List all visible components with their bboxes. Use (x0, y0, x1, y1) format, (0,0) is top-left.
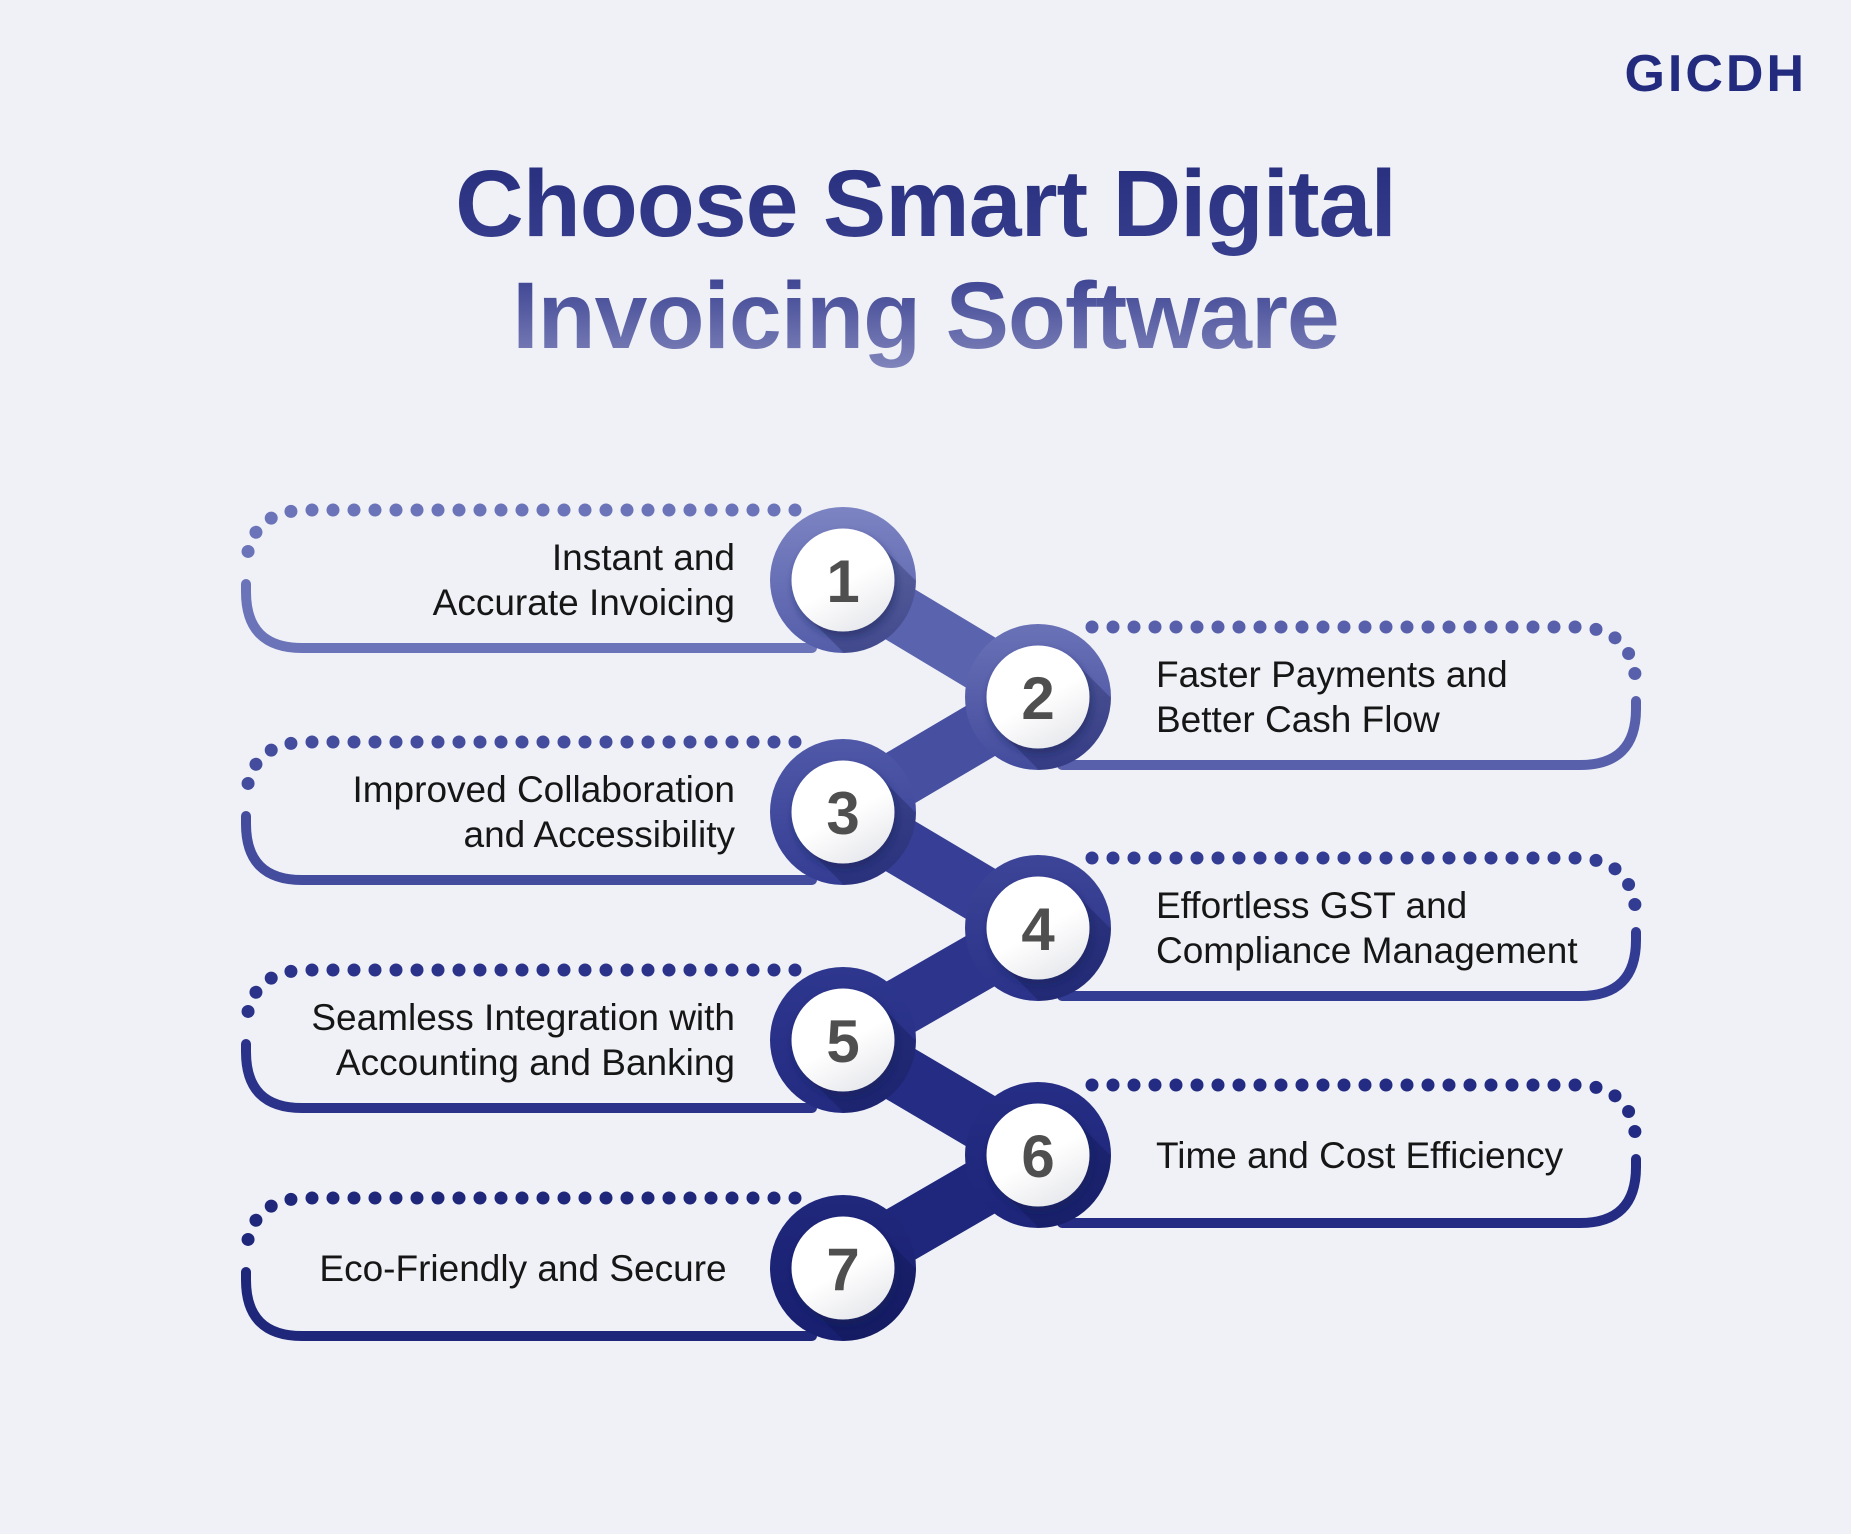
step-3-label-line1: Improved Collaboration (352, 769, 735, 810)
pill-4-border (1057, 927, 1641, 1001)
step-5-label-line2: Accounting and Banking (335, 1042, 735, 1083)
step-6-number: 6 (1021, 1123, 1054, 1190)
step-6-label: Time and Cost Efficiency (1156, 1097, 1646, 1213)
step-5-number: 5 (826, 1008, 859, 1075)
step-5-label: Seamless Integration with Accounting and… (270, 982, 735, 1098)
step-1-number: 1 (826, 548, 859, 615)
step-2-number: 2 (1021, 665, 1054, 732)
step-7-marker: 7 (770, 1195, 916, 1341)
step-2-label: Faster Payments and Better Cash Flow (1156, 639, 1646, 755)
pill-1-border (241, 579, 817, 653)
pill-borders (239, 503, 1643, 1341)
step-6-circle (986, 1103, 1090, 1207)
step-7-label-line1: Eco-Friendly and Secure (319, 1247, 727, 1289)
step-4-circle (986, 876, 1090, 980)
step-1-label: Instant and Accurate Invoicing (270, 522, 735, 638)
step-4-label: Effortless GST and Compliance Management (1156, 870, 1646, 986)
brand-logo: GICDH (1624, 45, 1807, 103)
step-6-label-line1: Time and Cost Efficiency (1156, 1134, 1564, 1176)
step-4-label-line2: Compliance Management (1156, 930, 1578, 971)
step-7-label: Eco-Friendly and Secure (246, 1210, 800, 1326)
step-2-marker: 2 (965, 624, 1111, 770)
step-3-label: Improved Collaboration and Accessibility (270, 754, 735, 870)
pill-2-border (1057, 696, 1641, 770)
pill-7-border (241, 1267, 817, 1341)
step-7-number: 7 (826, 1236, 859, 1303)
pill-3-border (241, 811, 817, 885)
step-1-circle (791, 528, 895, 632)
step-5-label-line1: Seamless Integration with (311, 997, 735, 1038)
step-1-label-line2: Accurate Invoicing (432, 582, 735, 623)
pill-2-dotted-border (1085, 620, 1643, 696)
step-2-circle (986, 645, 1090, 749)
pill-6-border (1057, 1154, 1641, 1228)
step-3-label-line2: and Accessibility (463, 814, 735, 855)
step-4-label-line1: Effortless GST and (1156, 885, 1468, 926)
step-4-number: 4 (1021, 896, 1055, 963)
step-7-circle (791, 1216, 895, 1320)
pill-4-dotted-border (1085, 851, 1643, 927)
step-1-label-line1: Instant and (551, 537, 735, 578)
step-2-label-line2: Better Cash Flow (1156, 699, 1440, 740)
step-3-number: 3 (826, 780, 859, 847)
step-3-circle (791, 760, 895, 864)
step-2-label-line1: Faster Payments and (1156, 654, 1508, 695)
step-chain: 1 2 3 4 (770, 507, 1111, 1341)
pill-5-border (241, 1039, 817, 1113)
pill-6-dotted-border (1085, 1078, 1643, 1154)
step-5-circle (791, 988, 895, 1092)
